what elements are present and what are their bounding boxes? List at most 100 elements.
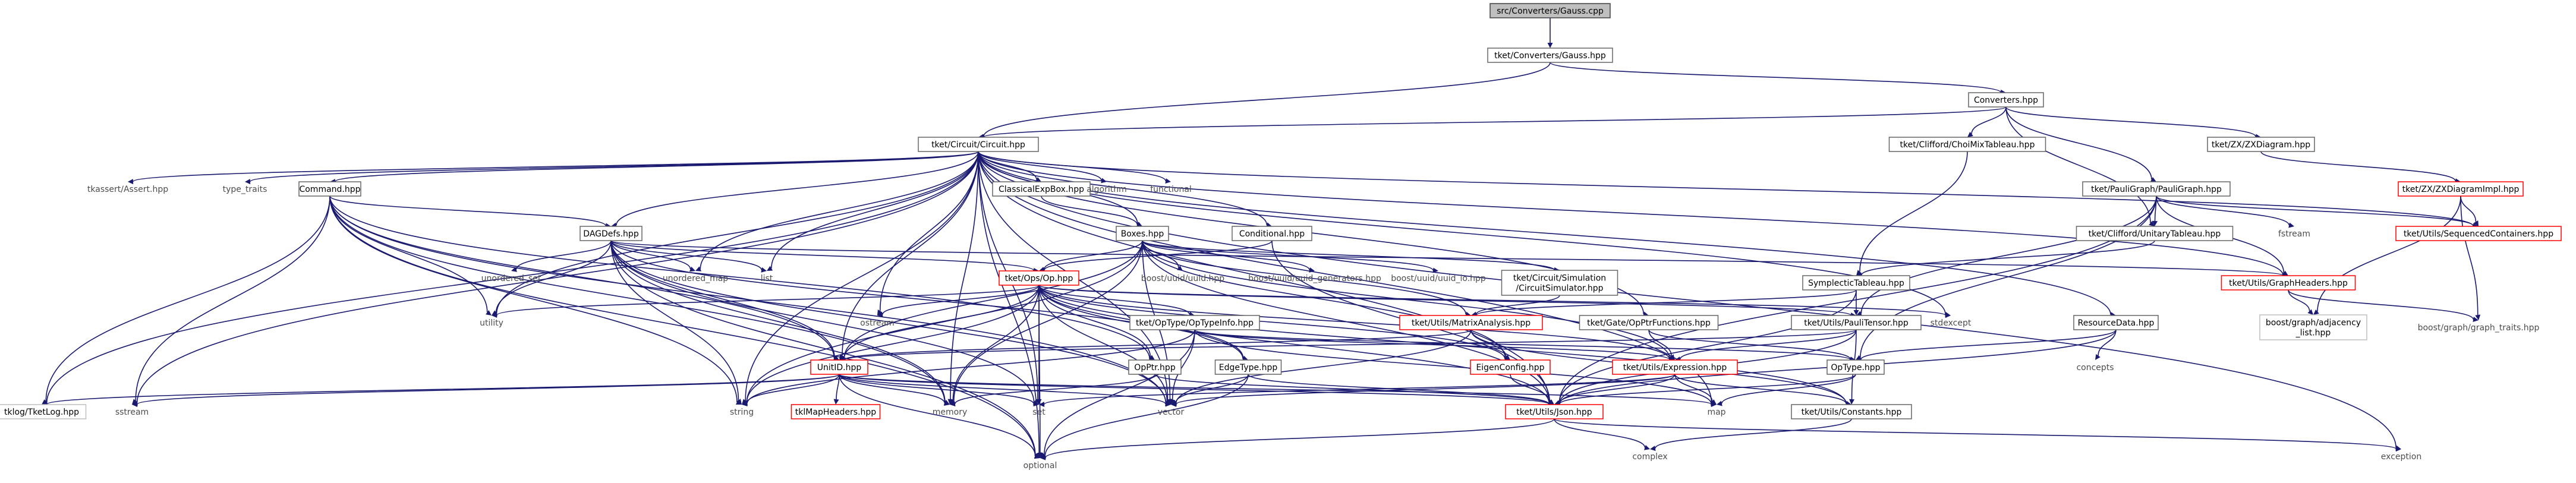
node-label: boost/graph/graph_traits.hpp (2418, 323, 2540, 333)
node-bimap[interactable]: tklMapHeaders.hpp (791, 404, 881, 419)
edge-arrowhead (1669, 354, 1675, 360)
node-opptr[interactable]: OpPtr.hpp (1128, 359, 1182, 375)
node-unitarytab[interactable]: tket/Clifford/UnitaryTableau.hpp (2076, 226, 2234, 241)
edge-json-to-exception (1554, 418, 2397, 450)
node-graphheaders[interactable]: tket/Utils/GraphHeaders.hpp (2221, 275, 2356, 291)
node-uuid-gen: boost/uuid/uuid_generators.hpp (1248, 274, 1381, 283)
node-command[interactable]: Command.hpp (298, 181, 361, 197)
node-eigenconfig[interactable]: EigenConfig.hpp (1470, 359, 1551, 375)
node-optypeinfo[interactable]: tket/OpType/OpTypeInfo.hpp (1129, 315, 1260, 330)
edge-conv_gauss-to-circuit (983, 62, 1551, 137)
node-zxdiagram[interactable]: tket/ZX/ZXDiagram.hpp (2207, 137, 2315, 152)
node-converters[interactable]: Converters.hpp (1968, 92, 2044, 108)
node-box (1802, 275, 1910, 291)
edge-command-to-string (329, 195, 738, 402)
node-opptrfuncs[interactable]: tket/Gate/OpPtrFunctions.hpp (1579, 315, 1719, 330)
edge-arrowhead (1711, 399, 1717, 405)
edge-paulitensor-to-unitid (844, 329, 1857, 361)
node-optype[interactable]: OpType.hpp (1826, 359, 1885, 375)
node-label: tkassert/Assert.hpp (87, 185, 168, 194)
node-vector: vector (1158, 408, 1185, 417)
node-string: string (730, 408, 754, 417)
edge-dagdefs-to-string (610, 240, 739, 400)
node-choimix[interactable]: tket/Clifford/ChoiMixTableau.hpp (1888, 137, 2046, 152)
edge-arrowhead (736, 399, 742, 405)
edge-symplectic-to-json (1558, 289, 1857, 403)
edge-json-to-complex (1554, 418, 1646, 448)
edge-unitid-to-vector (839, 374, 1166, 405)
edge-zximpl-to-adjacency (2317, 195, 2461, 312)
edge-unitid-to-optional (839, 374, 1036, 456)
edge-opptr-to-memory (955, 374, 1155, 405)
edge-converters-to-paulistrings (2005, 106, 2152, 179)
edge-edgetype-to-vector (1175, 374, 1249, 403)
node-label: SymplecticTableau.hpp (1808, 279, 1904, 288)
edge-expression-to-vector (1176, 374, 1676, 405)
node-conditional[interactable]: Conditional.hpp (1232, 226, 1312, 241)
node-label: memory (933, 408, 968, 417)
edge-circuit-to-unordered_map (700, 151, 979, 269)
edge-resourcedata-to-optype (1860, 329, 2117, 360)
node-label: tket/Utils/Expression.hpp (1623, 363, 1727, 372)
node-label: tket/Circuit/Simulation/CircuitSimulator… (1513, 274, 1606, 293)
edge-arrowhead (1165, 401, 1171, 407)
node-zximpl[interactable]: tket/ZX/ZXDiagramImpl.hpp (2398, 181, 2524, 197)
node-label: boost/uuid/uuid_generators.hpp (1248, 274, 1381, 283)
edge-conv_gauss-to-converters (1550, 62, 2001, 93)
edge-expression-to-json (1558, 374, 1676, 404)
node-label: tket/OpType/OpTypeInfo.hpp (1136, 318, 1254, 328)
node-list: list (761, 274, 773, 283)
edge-circuit-to-algorithm (978, 151, 1103, 181)
node-paulitensor[interactable]: tket/Utils/PauliTensor.hpp (1791, 315, 1922, 330)
edge-arrowhead (1548, 399, 1554, 405)
node-conv-gauss[interactable]: tket/Converters/Gauss.hpp (1487, 48, 1613, 63)
node-label: tket/Clifford/UnitaryTableau.hpp (2089, 229, 2221, 239)
node-boxes[interactable]: Boxes.hpp (1116, 226, 1169, 241)
edge-circuit-to-json (978, 151, 1550, 403)
node-constants[interactable]: tket/Utils/Constants.hpp (1791, 404, 1912, 419)
node-tklog[interactable]: tklog/TketLog.hpp (0, 404, 87, 419)
node-resourcedata[interactable]: ResourceData.hpp (2073, 315, 2159, 330)
node-label: unordered_set (481, 274, 541, 283)
node-unitid[interactable]: UnitID.hpp (810, 359, 868, 375)
node-box (1128, 359, 1182, 375)
edge-choimix-to-symplectic (1859, 151, 1968, 272)
node-label: Boxes.hpp (1121, 229, 1164, 239)
node-op[interactable]: tket/Ops/Op.hpp (999, 270, 1079, 286)
node-seqcont[interactable]: tket/Utils/SequencedContainers.hpp (2395, 226, 2562, 241)
node-symplectic[interactable]: SymplecticTableau.hpp (1802, 275, 1910, 291)
node-label: set (1032, 408, 1045, 417)
node-label: boost/graph/adjacency_list.hpp (2266, 318, 2361, 338)
edge-optypeinfo-to-optype (1194, 329, 1851, 361)
node-exception: exception (2381, 452, 2421, 462)
node-classicalexp[interactable]: ClassicalExpBox.hpp (992, 181, 1091, 197)
node-label: boost/uuid/uuid.hpp (1141, 274, 1224, 283)
node-box (1214, 359, 1282, 375)
node-gauss[interactable]: src/Converters/Gauss.cpp (1489, 3, 1611, 18)
node-box (810, 359, 868, 375)
edge-circuit-to-tkassert (133, 151, 979, 182)
node-circsim[interactable]: tket/Circuit/Simulation/CircuitSimulator… (1501, 270, 1618, 296)
node-label: type_traits (223, 185, 267, 194)
edge-arrowhead (1033, 401, 1039, 407)
edge-arrowhead (2149, 220, 2155, 226)
node-box (2259, 314, 2367, 340)
node-label: Converters.hpp (1974, 96, 2038, 105)
node-box (580, 226, 643, 241)
node-circuit[interactable]: tket/Circuit/Circuit.hpp (918, 137, 1039, 152)
edge-zxdiagram-to-zximpl (2260, 151, 2456, 182)
node-expression[interactable]: tket/Utils/Expression.hpp (1612, 359, 1738, 375)
node-edgetype[interactable]: EdgeType.hpp (1214, 359, 1282, 375)
edge-op-to-constants (1038, 285, 1847, 404)
node-json[interactable]: tket/Utils/Json.hpp (1505, 404, 1604, 419)
edge-arrowhead (2152, 220, 2158, 226)
node-label: list (761, 274, 773, 283)
node-dagdefs[interactable]: DAGDefs.hpp (580, 226, 643, 241)
node-adjacency[interactable]: boost/graph/adjacency_list.hpp (2259, 314, 2367, 340)
node-label: EdgeType.hpp (1219, 363, 1278, 372)
node-matrixanalysis[interactable]: tket/Utils/MatrixAnalysis.hpp (1399, 315, 1543, 330)
edge-dagdefs-to-unordered_set (515, 240, 612, 270)
node-paulistrings[interactable]: tket/PauliGraph/PauliGraph.hpp (2082, 181, 2231, 197)
edge-arrowhead (833, 355, 839, 360)
node-box (1116, 226, 1169, 241)
